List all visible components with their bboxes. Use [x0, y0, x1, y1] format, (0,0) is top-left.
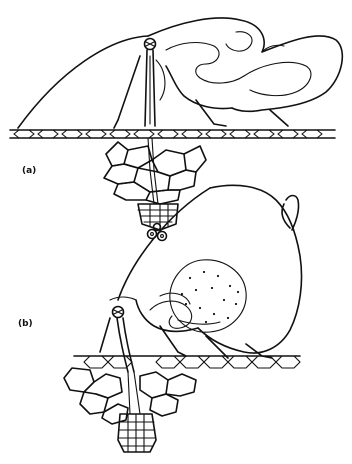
- panel-b-insect: [100, 185, 302, 372]
- panel-b-vascular-bundle: [118, 372, 156, 452]
- panel-a-label: (a): [22, 166, 36, 176]
- panel-b-stippling: [181, 271, 239, 323]
- panel-b-drawing: [64, 185, 302, 452]
- panel-a-leaf-surface: [10, 130, 335, 138]
- panel-a-plant-tissue: [104, 138, 206, 241]
- panel-b-label: (b): [18, 319, 33, 329]
- panel-b-leaf-surface: [64, 356, 300, 424]
- panel-a-drawing: [10, 18, 342, 241]
- panel-a-insect: [18, 18, 342, 128]
